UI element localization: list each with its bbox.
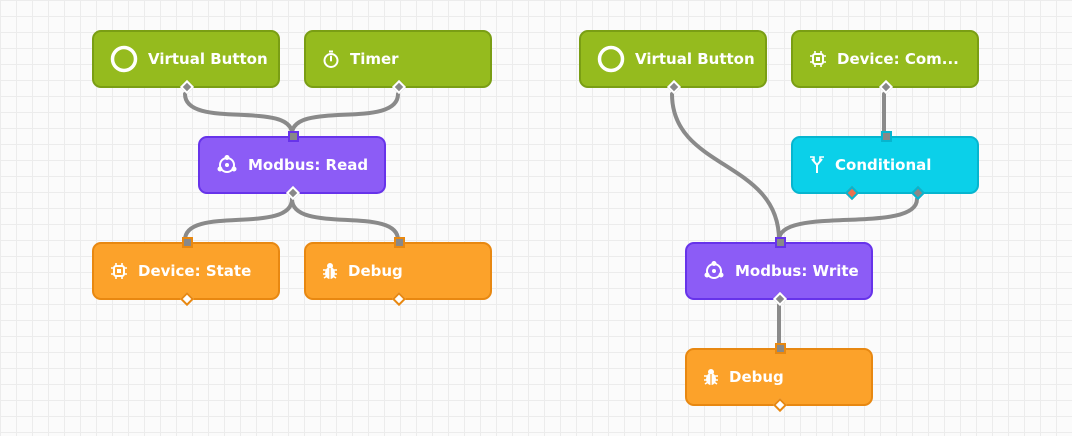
wire [777,197,919,242]
modbus-read-node[interactable]: Modbus: Read [198,131,386,201]
output-port[interactable] [391,79,407,95]
false-output-port[interactable] [844,185,860,201]
output-port[interactable] [666,79,682,95]
true-output-port[interactable] [910,185,926,201]
node-label: Virtual Button [635,50,755,68]
wire [183,92,294,136]
input-port[interactable] [182,237,193,248]
node-label: Device: State [138,262,252,280]
node-label: Modbus: Write [735,262,859,280]
node-label: Timer [350,50,399,68]
debug-node[interactable]: Debug [685,343,873,413]
input-port[interactable] [881,131,892,142]
circle-icon [597,45,625,73]
node-label: Conditional [835,156,932,174]
output-port[interactable] [878,79,894,95]
output-port[interactable] [391,291,407,307]
node-label: Debug [348,262,403,280]
input-port[interactable] [775,343,786,354]
circle-icon [110,45,138,73]
output-port[interactable] [179,79,195,95]
virtual-button-node[interactable]: Virtual Button [579,30,767,95]
input-port[interactable] [394,237,405,248]
node-label: Virtual Button [148,50,268,68]
debug-node[interactable]: Debug [304,237,492,307]
device-command-node[interactable]: Device: Com... [791,30,979,95]
wire [670,92,781,242]
node-label: Modbus: Read [248,156,369,174]
output-port[interactable] [179,291,195,307]
conditional-node[interactable]: Conditional [791,131,979,201]
wire [290,197,400,242]
modbus-write-node[interactable]: Modbus: Write [685,237,873,307]
wire [290,92,400,136]
input-port[interactable] [288,131,299,142]
input-port[interactable] [775,237,786,248]
wire [183,197,294,242]
output-port[interactable] [285,185,301,201]
timer-node[interactable]: Timer [304,30,492,95]
node-label: Debug [729,368,784,386]
stopwatch-icon [322,50,340,68]
node-label: Device: Com... [837,50,959,68]
bug-icon [703,368,719,386]
split-icon [809,156,825,174]
chip-icon [110,262,128,280]
network-icon [703,260,725,282]
network-icon [216,154,238,176]
output-port[interactable] [772,291,788,307]
bug-icon [322,262,338,280]
chip-icon [809,50,827,68]
virtual-button-node[interactable]: Virtual Button [92,30,280,95]
device-state-node[interactable]: Device: State [92,237,280,307]
output-port[interactable] [772,397,788,413]
